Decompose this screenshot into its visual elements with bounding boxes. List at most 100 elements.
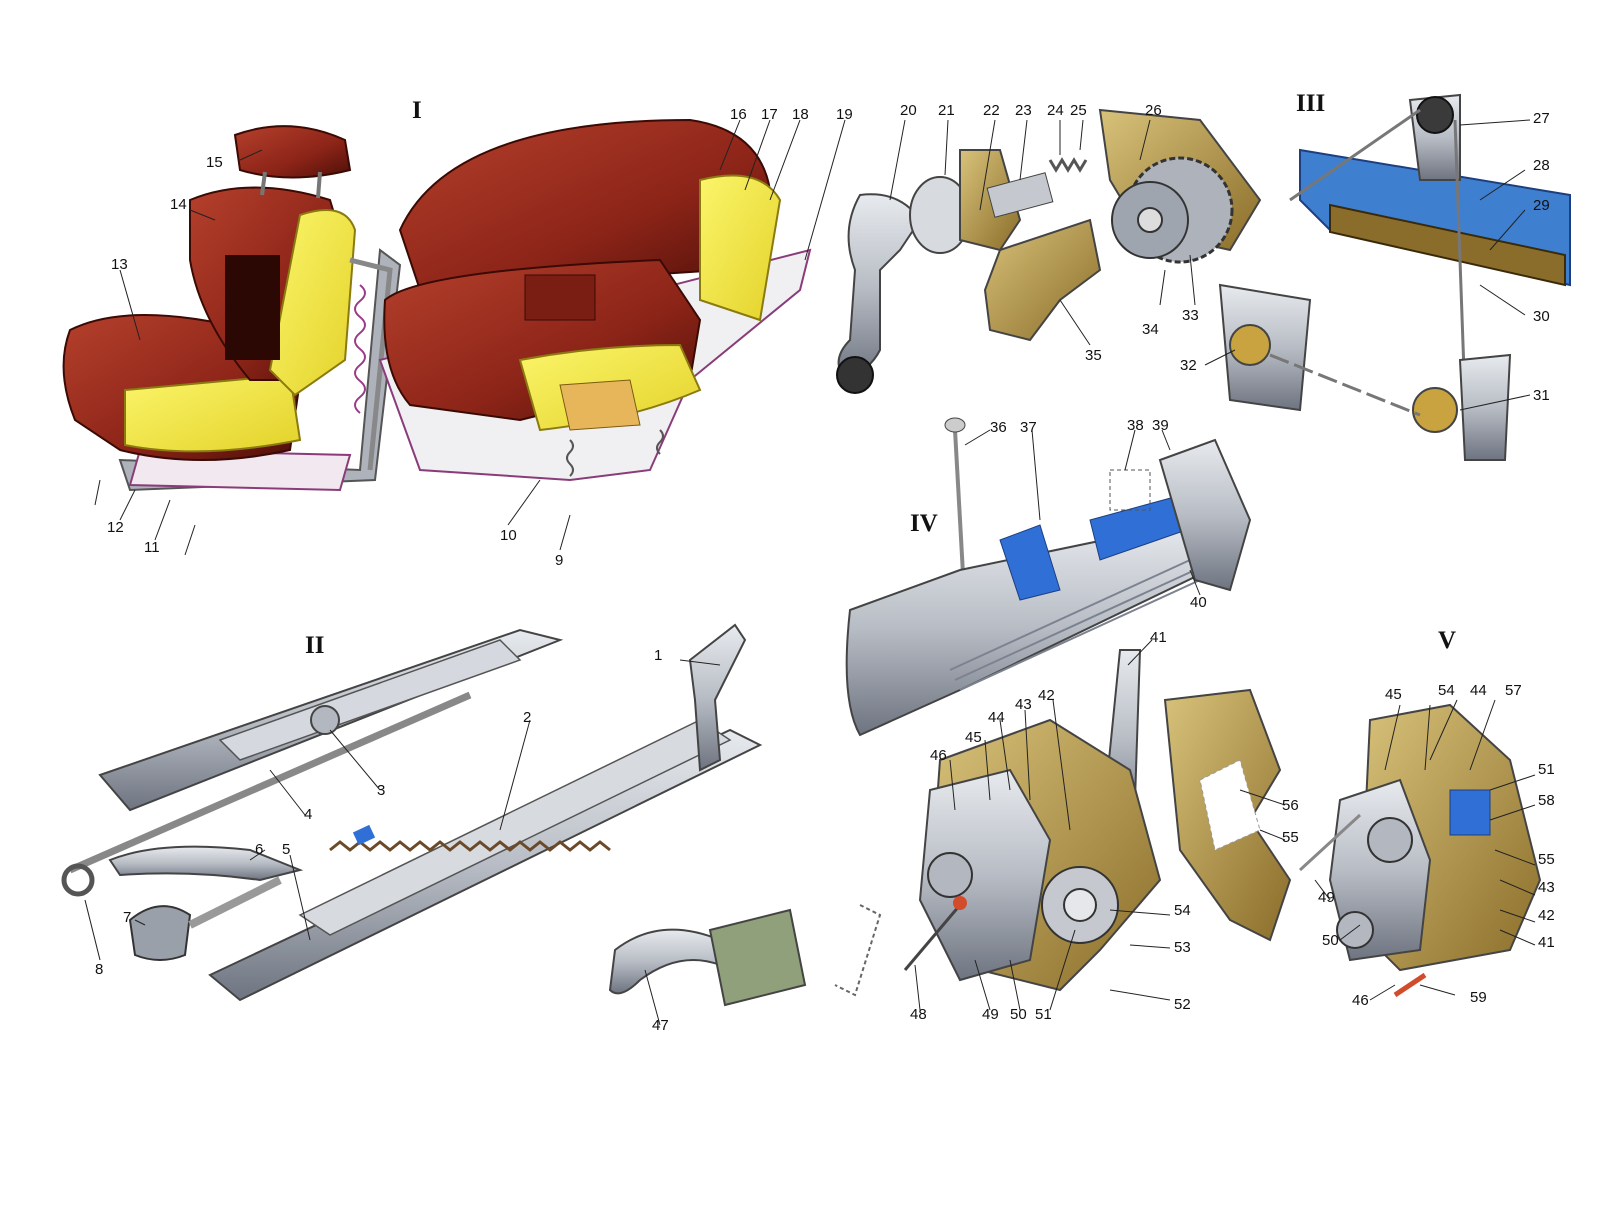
part-label: 54 [1174,902,1191,919]
lock-v-blue [1449,789,1491,836]
front-seat-back-insert [225,255,280,360]
part-label-v: 44 [1470,682,1487,699]
cable-a [1289,108,1421,202]
section-label-iii: III [1296,90,1326,117]
part-label-v: 55 [1538,851,1555,868]
release-rod [68,691,472,874]
rear-seat-backrest [398,118,772,292]
part-label: 25 [1070,102,1087,119]
part-label: 7 [123,909,132,926]
part-label: 18 [792,106,809,123]
front-seat-back-spring-frame [349,257,393,471]
part-label: 56 [1282,797,1299,814]
part-label: 15 [206,154,223,171]
part-label: 52 [1174,996,1191,1013]
front-seat-backrest-padding [268,209,357,397]
part-label: 55 [1282,829,1299,846]
part-label: 58 [1538,792,1555,809]
part-label: 21 [938,102,955,119]
part-label: 17 [761,106,778,123]
part-label: 41 [1150,629,1167,646]
rotor-hook [608,928,721,995]
handle-body [845,518,1232,737]
lower-rail-top [298,719,732,936]
part-label: 3 [377,782,386,799]
part-label: 51 [1035,1006,1052,1023]
part-label: 29 [1533,197,1550,214]
section-label-ii: II [305,632,325,659]
part-label: 12 [107,519,124,536]
headrest [233,125,352,179]
cable-b [1453,119,1467,401]
window-regulator-assembly [1218,93,1571,461]
section-label-v: V [1438,627,1457,654]
part-label: 9 [555,552,564,569]
section-label-i: I [412,97,422,124]
lever [108,845,304,882]
part-label-v: 41 [1538,934,1555,951]
part-label: 40 [1190,594,1207,611]
part-label: 19 [836,106,853,123]
part-label: 45 [965,729,982,746]
front-seat-cushion-padding [124,373,302,453]
leader-lines [84,119,1536,1026]
seat-slide-rails [61,623,763,1002]
outer-door-handle [845,417,1252,737]
part-label: 31 [1533,387,1550,404]
part-label: 34 [1142,321,1159,338]
part-label: 33 [1182,307,1199,324]
bracket [688,623,747,772]
rear-seat-cutaway [559,379,641,431]
part-label: 20 [900,102,917,119]
part-label-v: 54 [1438,682,1455,699]
part-label: 24 [1047,102,1064,119]
plate-35 [983,218,1102,342]
part-label: 4 [304,806,313,823]
part-label: 2 [523,709,532,726]
part-label: 22 [983,102,1000,119]
part-label: 39 [1152,417,1169,434]
part-label: 28 [1533,157,1550,174]
upper-rail-top [218,639,522,761]
part-label-v: 51 [1538,761,1555,778]
part-label: 46 [930,747,947,764]
tension-roller [1229,324,1271,366]
part-label: 30 [1533,308,1550,325]
section-label-iv: IV [910,510,938,537]
front-seat [62,125,402,492]
lock-cylinder [1158,438,1252,592]
armrest [524,274,596,321]
part-label-v: 45 [1385,686,1402,703]
part-label: 11 [144,539,160,556]
part-label: 13 [111,256,128,273]
part-label: 42 [1038,687,1055,704]
part-label: 1 [654,647,663,664]
part-label: 44 [988,709,1005,726]
rod-end-eye [61,863,95,897]
lock-assembly-v [1298,703,1542,998]
part-label-v: 42 [1538,907,1555,924]
part-label: 38 [1127,417,1144,434]
part-label: 53 [1174,939,1191,956]
part-label: 48 [910,1006,927,1023]
part-label: 14 [170,196,187,213]
part-label-v: 46 [1352,992,1369,1009]
part-label: 57 [1505,682,1522,699]
part-label: 37 [1020,419,1037,436]
window-regulator-drive [836,108,1262,394]
part-label: 6 [255,841,264,858]
part-label: 5 [282,841,291,858]
part-label: 8 [95,961,104,978]
handle-blue-insert [999,524,1061,601]
rear-seat-backrest-padding [699,174,782,322]
crank-handle [837,193,922,382]
part-label-v: 43 [1538,879,1555,896]
part-label: 47 [652,1017,669,1034]
part-label: 59 [1470,989,1487,1006]
lower-pulley [1412,387,1458,433]
part-label: 26 [1145,102,1162,119]
part-label: 10 [500,527,517,544]
glass-channel [1329,203,1566,287]
